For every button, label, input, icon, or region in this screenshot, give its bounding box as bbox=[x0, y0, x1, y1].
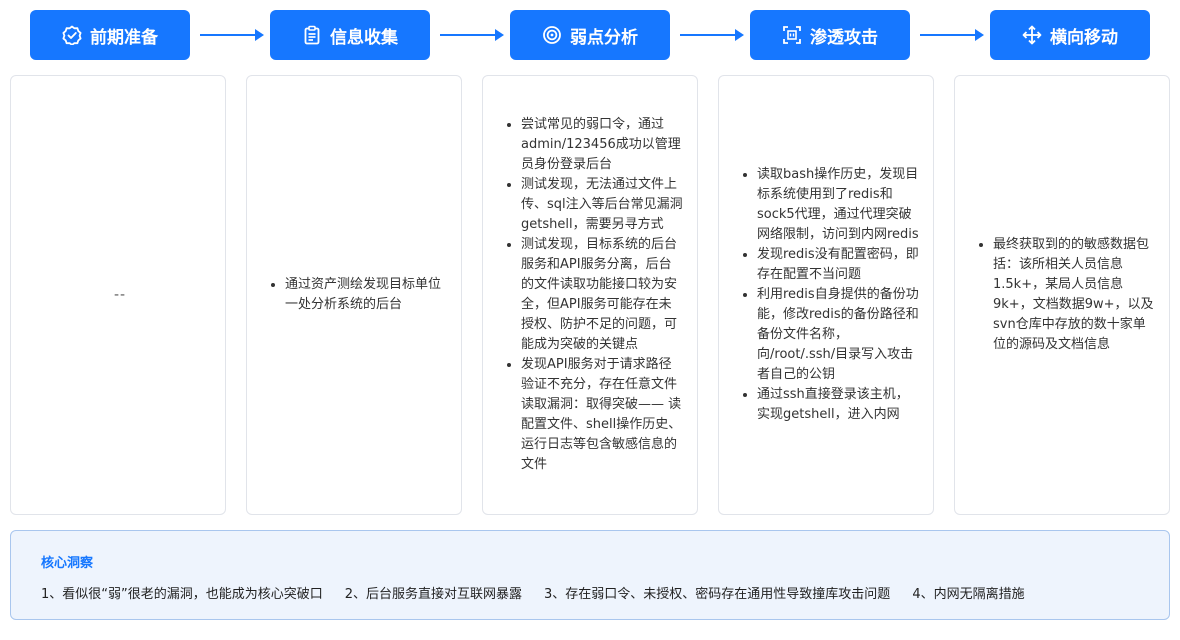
insight-points: 1、看似很“弱”很老的漏洞，也能成为核心突破口 2、后台服务直接对互联网暴露 3… bbox=[41, 583, 1139, 602]
scan-icon bbox=[782, 25, 802, 45]
card-penetration-attack: 读取bash操作历史，发现目标系统使用到了redis和sock5代理，通过代理突… bbox=[718, 75, 934, 515]
stage-info-gathering[interactable]: 信息收集 bbox=[270, 10, 430, 60]
card-weakness-analysis: 尝试常见的弱口令，通过admin/123456成功以管理员身份登录后台 测试发现… bbox=[482, 75, 698, 515]
target-icon bbox=[542, 25, 562, 45]
list-item: 通过资产测绘发现目标单位一处分析系统的后台 bbox=[285, 275, 447, 315]
list-item: 测试发现，目标系统的后台服务和API服务分离，后台的文件读取功能接口较为安全，但… bbox=[521, 235, 683, 355]
list-item: 测试发现，无法通过文件上传、sql注入等后台常见漏洞getshell，需要另寻方… bbox=[521, 175, 683, 235]
list-item: 最终获取到的的敏感数据包括：该所相关人员信息1.5k+，某局人员信息9k+，文档… bbox=[993, 235, 1155, 355]
insight-point: 4、内网无隔离措施 bbox=[912, 587, 1025, 602]
flow-arrow bbox=[920, 29, 984, 41]
card-info-gathering: 通过资产测绘发现目标单位一处分析系统的后台 bbox=[246, 75, 462, 515]
stage-lateral-movement[interactable]: 横向移动 bbox=[990, 10, 1150, 60]
clipboard-icon bbox=[302, 25, 322, 45]
list-item: 读取bash操作历史，发现目标系统使用到了redis和sock5代理，通过代理突… bbox=[757, 165, 919, 245]
stage-label: 前期准备 bbox=[90, 27, 158, 48]
bullet-list: 读取bash操作历史，发现目标系统使用到了redis和sock5代理，通过代理突… bbox=[737, 165, 919, 425]
empty-placeholder: -- bbox=[113, 287, 127, 303]
stage-label: 信息收集 bbox=[330, 27, 398, 48]
card-preparation: -- bbox=[10, 75, 226, 515]
card-lateral-movement: 最终获取到的的敏感数据包括：该所相关人员信息1.5k+，某局人员信息9k+，文档… bbox=[954, 75, 1170, 515]
list-item: 利用redis自身提供的备份功能，修改redis的备份路径和备份文件名称，向/r… bbox=[757, 285, 919, 385]
move-arrows-icon bbox=[1022, 25, 1042, 45]
insight-point: 3、存在弱口令、未授权、密码存在通用性导致撞库攻击问题 bbox=[544, 587, 891, 602]
stage-weakness-analysis[interactable]: 弱点分析 bbox=[510, 10, 670, 60]
flow-arrow bbox=[200, 29, 264, 41]
list-item: 尝试常见的弱口令，通过admin/123456成功以管理员身份登录后台 bbox=[521, 115, 683, 175]
badge-check-icon bbox=[62, 25, 82, 45]
stage-label: 渗透攻击 bbox=[810, 27, 878, 48]
list-item: 发现redis没有配置密码，即存在配置不当问题 bbox=[757, 245, 919, 285]
stage-preparation[interactable]: 前期准备 bbox=[30, 10, 190, 60]
insight-point: 2、后台服务直接对互联网暴露 bbox=[344, 587, 523, 602]
bullet-list: 尝试常见的弱口令，通过admin/123456成功以管理员身份登录后台 测试发现… bbox=[501, 115, 683, 475]
stage-label: 横向移动 bbox=[1050, 27, 1118, 48]
list-item: 发现API服务对于请求路径验证不充分，存在任意文件读取漏洞：取得突破—— 读配置… bbox=[521, 355, 683, 475]
list-item: 通过ssh直接登录该主机，实现getshell，进入内网 bbox=[757, 385, 919, 425]
flow-arrow bbox=[680, 29, 744, 41]
stage-label: 弱点分析 bbox=[570, 27, 638, 48]
core-insight-panel: 核心洞察 1、看似很“弱”很老的漏洞，也能成为核心突破口 2、后台服务直接对互联… bbox=[10, 530, 1170, 620]
flow-arrow bbox=[440, 29, 504, 41]
stage-penetration-attack[interactable]: 渗透攻击 bbox=[750, 10, 910, 60]
insight-point: 1、看似很“弱”很老的漏洞，也能成为核心突破口 bbox=[41, 587, 323, 602]
bullet-list: 最终获取到的的敏感数据包括：该所相关人员信息1.5k+，某局人员信息9k+，文档… bbox=[973, 235, 1155, 355]
bullet-list: 通过资产测绘发现目标单位一处分析系统的后台 bbox=[265, 275, 447, 315]
insight-title: 核心洞察 bbox=[41, 556, 94, 571]
